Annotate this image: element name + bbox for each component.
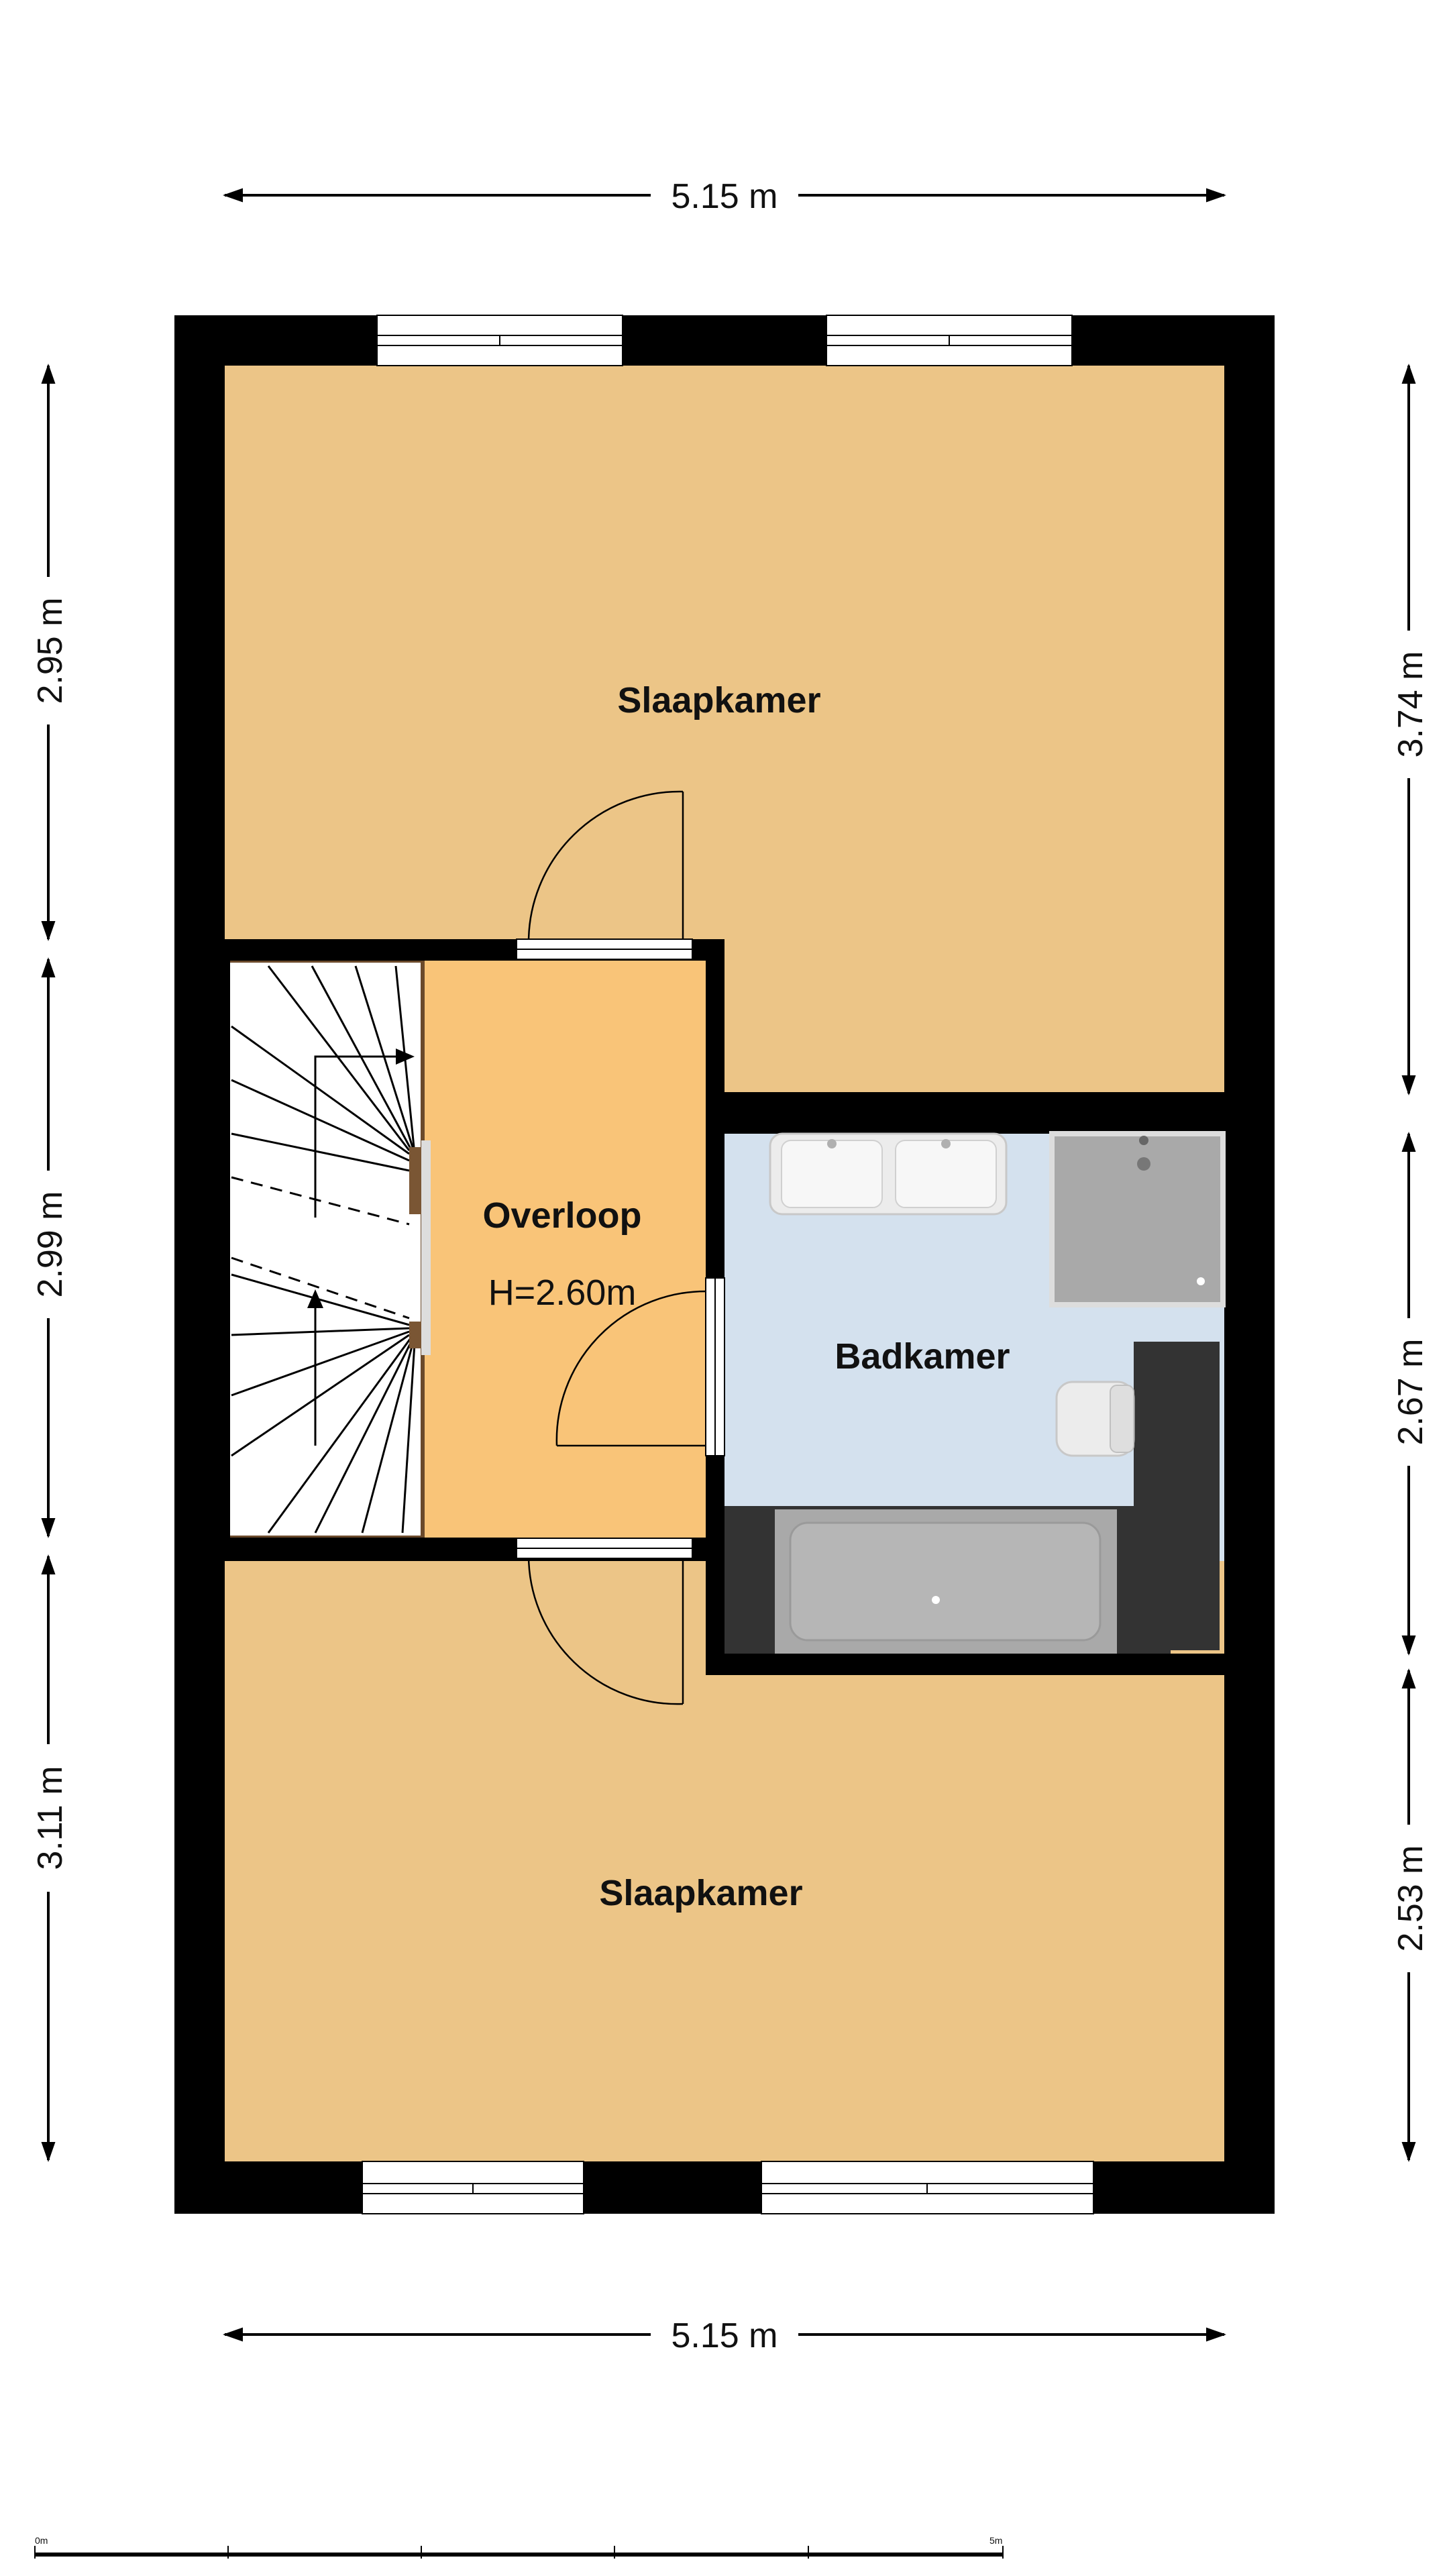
dimension-right-3-label: 2.53 m xyxy=(1391,1845,1430,1952)
dimension-left-2-label: 2.99 m xyxy=(31,1191,70,1298)
bathtub xyxy=(724,1506,1171,1654)
dimension-left-3: 3.11 m xyxy=(31,1554,70,2162)
inner-wall-landing-right-low xyxy=(706,1456,724,1543)
dimension-left-2: 2.99 m xyxy=(31,957,70,1538)
dimension-right-2: 2.67 m xyxy=(1391,1132,1430,1656)
toilet xyxy=(1055,1342,1220,1650)
dimension-left-1: 2.95 m xyxy=(31,364,70,941)
inner-wall-bath-top xyxy=(706,1092,1275,1134)
inner-wall-stair-left xyxy=(225,939,230,1560)
inner-wall-bath-left xyxy=(706,1536,724,1670)
room-label-bedroom-top: Slaapkamer xyxy=(617,680,820,720)
double-sink xyxy=(769,1132,1008,1216)
room-label-bathroom: Badkamer xyxy=(835,1336,1010,1377)
dimension-top-label: 5.15 m xyxy=(672,177,778,216)
dimension-left-3-label: 3.11 m xyxy=(31,1766,70,1870)
inner-wall-bath-bottom xyxy=(706,1654,1275,1675)
dimension-left-1-label: 2.95 m xyxy=(31,598,70,704)
scale-bar-start-label: 0m xyxy=(35,2535,48,2546)
scale-bar: 0m 5m xyxy=(34,2535,1004,2559)
dimension-bottom: 5.15 m xyxy=(223,2316,1226,2355)
room-label-landing: Overloop xyxy=(482,1195,641,1236)
window-top-right xyxy=(826,315,1073,366)
bedroom-top-floor xyxy=(225,366,1224,943)
dimension-top: 5.15 m xyxy=(223,177,1226,216)
window-top-left xyxy=(376,315,623,366)
scale-bar-end-label: 5m xyxy=(989,2535,1002,2546)
window-bottom-left xyxy=(362,2161,584,2214)
room-label-landing-height: H=2.60m xyxy=(488,1273,637,1313)
room-label-bedroom-bottom: Slaapkamer xyxy=(599,1873,802,1913)
dimension-bottom-label: 5.15 m xyxy=(672,2316,778,2355)
window-bottom-right xyxy=(761,2161,1094,2214)
dimension-right-2-label: 2.67 m xyxy=(1391,1339,1430,1446)
dimension-right-1: 3.74 m xyxy=(1391,364,1430,1095)
bedroom-top-floor-extension xyxy=(724,939,1224,1092)
landing-floor xyxy=(424,961,706,1538)
dimension-right-3: 2.53 m xyxy=(1391,1668,1430,2162)
dimension-right-1-label: 3.74 m xyxy=(1391,651,1430,758)
shower xyxy=(1049,1131,1226,1307)
staircase xyxy=(226,959,431,1540)
